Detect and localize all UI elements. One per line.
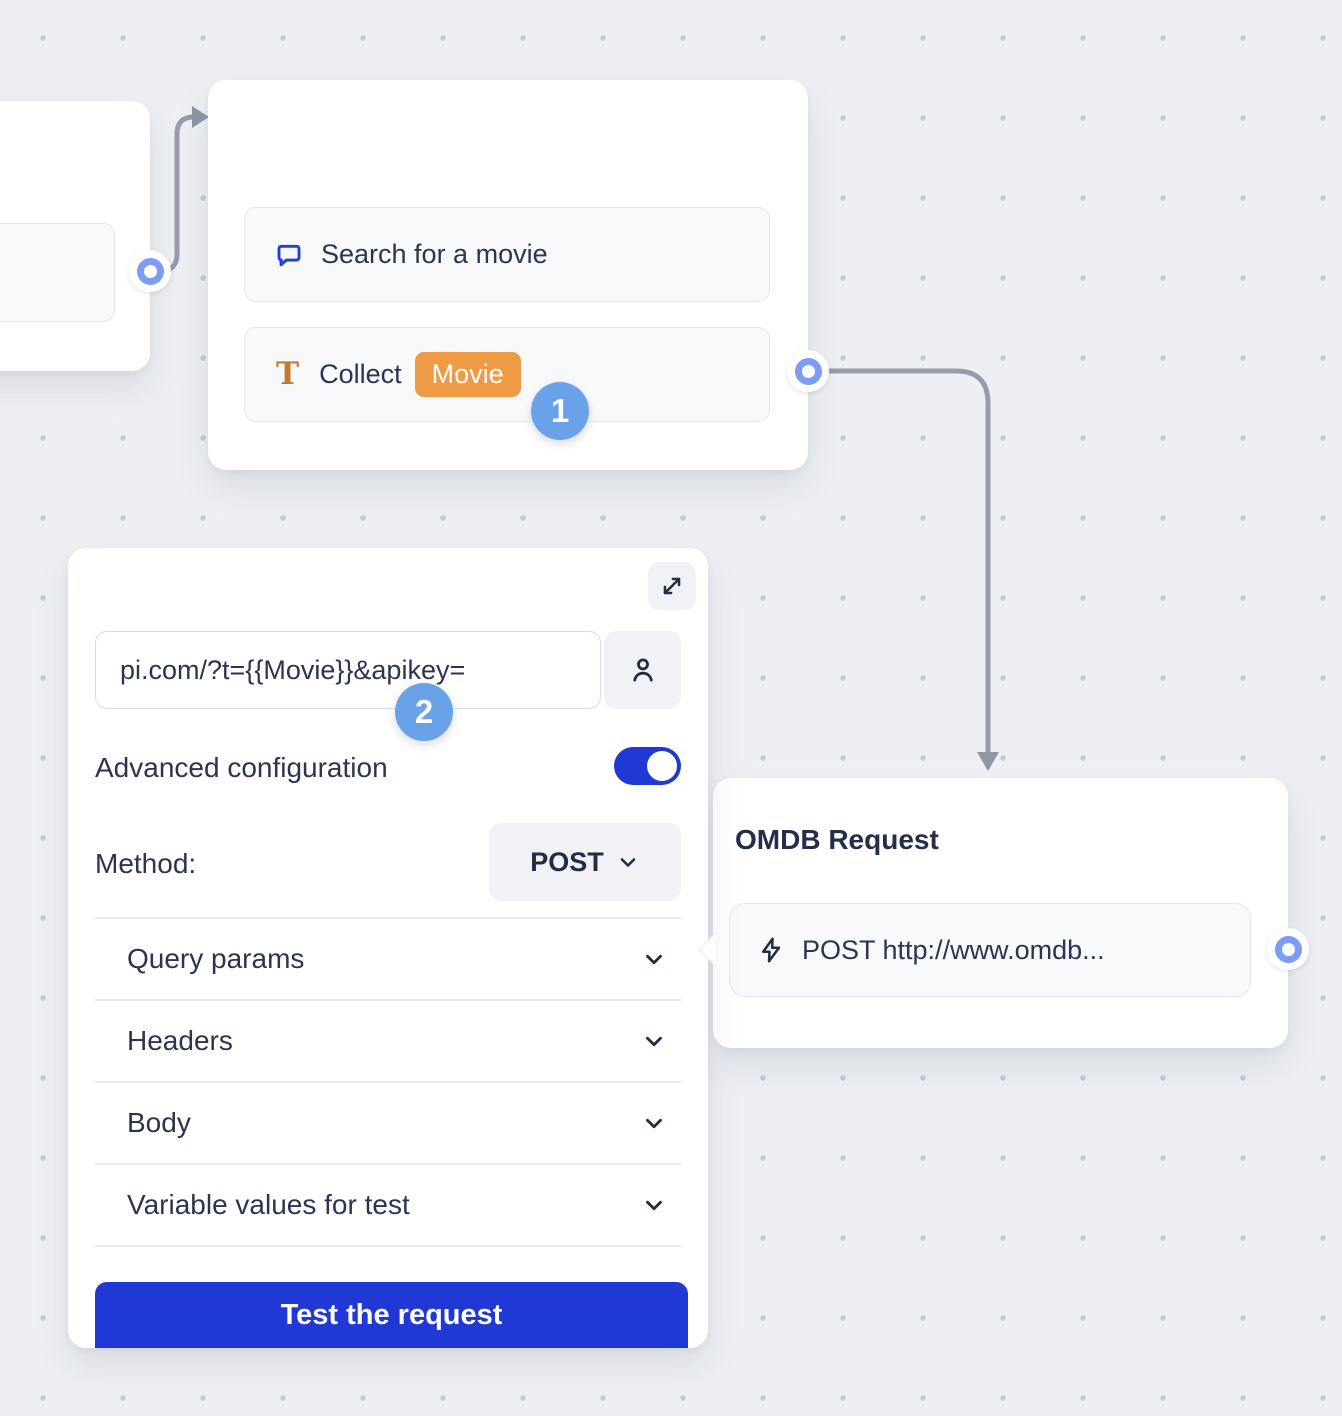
port-ring [794,357,822,385]
section-query-params[interactable]: Query params [95,919,681,999]
chevron-down-icon [646,1118,662,1129]
connector-arrowhead [192,106,209,128]
chevron-down-icon [646,1200,662,1211]
user-icon [632,658,653,682]
section-variable-values[interactable]: Variable values for test [95,1165,681,1245]
divider [95,1081,681,1083]
partial-node-card[interactable] [0,101,150,371]
method-label: Method: [95,848,197,879]
section-body[interactable]: Body [95,1083,681,1163]
lightning-icon [756,935,786,965]
chat-bubble-icon [274,240,304,270]
node-item-post-request[interactable]: POST http://www.omdb... [729,903,1251,997]
divider [95,1245,681,1247]
port-ring [1274,935,1302,963]
connection-port[interactable] [1267,928,1309,970]
item-label: Search for a movie [321,239,548,269]
step-badge-1: 1 [531,382,589,440]
node-item-search-for-a-movie[interactable]: Search for a movie [244,207,770,302]
connector-arrowhead [977,752,999,771]
node-title: OMDB Request [735,824,939,855]
port-ring [136,257,164,285]
item-label: Collect [319,359,402,389]
section-label: Variable values for test [127,1189,410,1220]
advanced-configuration-label: Advanced configuration [95,752,388,783]
step-badge-2: 2 [395,683,453,741]
omdb-request-node-card[interactable]: OMDB Request POST http://www.omdb... [713,778,1288,1048]
chevron-down-icon [620,858,636,867]
toggle-knob [647,751,677,781]
divider [95,999,681,1001]
chevron-down-icon [646,954,662,965]
advanced-configuration-toggle[interactable] [614,747,681,785]
divider [95,917,681,919]
connector-line [805,368,991,756]
webhook-config-panel: Advanced configuration Method: POST Quer… [68,548,708,1348]
test-request-button[interactable]: Test the request [95,1282,688,1348]
url-input[interactable] [95,631,601,709]
connector-line [147,114,199,274]
insert-variable-button[interactable] [604,631,681,709]
section-label: Headers [127,1025,233,1056]
movie-search-node-card[interactable]: Movie search Search for a movie T Collec… [208,80,808,470]
section-label: Query params [127,943,305,974]
chevron-down-icon [646,1036,662,1047]
expand-icon [663,577,681,595]
pointer-notch [697,930,715,968]
node-item[interactable] [0,223,115,322]
node-item-collect-movie[interactable]: T Collect Movie [244,327,770,422]
connection-port[interactable] [129,250,171,292]
variable-badge[interactable]: Movie [414,352,521,397]
item-label: POST http://www.omdb... [802,934,1105,965]
section-label: Body [127,1107,191,1138]
method-select[interactable]: POST [489,823,681,901]
expand-button[interactable] [648,562,696,610]
section-headers[interactable]: Headers [95,1001,681,1081]
method-value: POST [530,846,604,877]
divider [95,1163,681,1165]
connection-port[interactable] [787,350,829,392]
text-variable-icon: T [276,356,300,392]
